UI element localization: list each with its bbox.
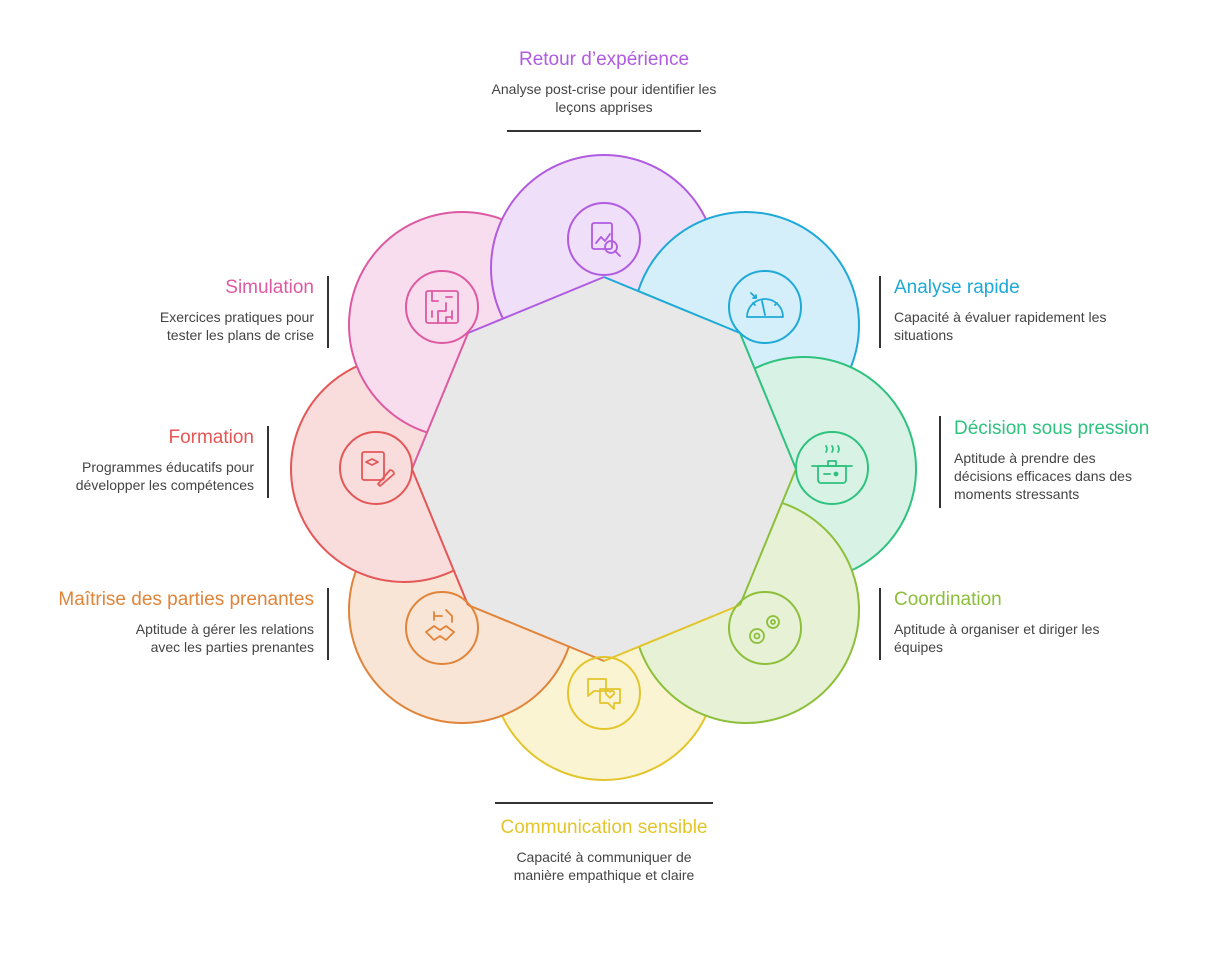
gears-icon [728,591,802,665]
divider-simulation [327,276,329,348]
label-communication: Communication sensible Capacité à commun… [454,816,754,884]
edge-formation [411,468,469,606]
graduation-brush-icon [339,431,413,505]
chat-heart-icon [567,656,641,730]
title-analyse: Analyse rapide [894,277,1020,298]
center-octagon [412,277,796,661]
desc-communication: Capacité à communiquer de manière empath… [513,849,695,883]
edge-maitrise [467,604,605,662]
label-coordination: Coordination Aptitude à organiser et dir… [894,588,1144,656]
title-communication: Communication sensible [500,817,708,838]
edge-decision [739,332,797,470]
divider-analyse [879,276,881,348]
label-simulation: Simulation Exercices pratiques pour test… [74,276,314,344]
title-formation: Formation [168,427,254,448]
edge-analyse [603,276,741,334]
divider-decision [939,416,941,508]
desc-coordination: Aptitude à organiser et diriger les équi… [894,621,1100,655]
desc-simulation: Exercices pratiques pour tester les plan… [159,309,314,343]
edge-retour [467,276,605,334]
desc-formation: Programmes éducatifs pour développer les… [75,459,254,493]
label-retour: Retour d’expérience Analyse post-crise p… [454,48,754,116]
desc-decision: Aptitude à prendre des décisions efficac… [954,450,1132,502]
label-maitrise: Maîtrise des parties prenantes Aptitude … [14,588,314,656]
desc-analyse: Capacité à évaluer rapidement les situat… [894,309,1107,343]
divider-formation [267,426,269,498]
title-coordination: Coordination [894,589,1002,610]
divider-communication [495,802,713,804]
title-retour: Retour d’expérience [518,49,690,70]
pressure-cooker-icon [795,431,869,505]
speedometer-icon [728,270,802,344]
label-formation: Formation Programmes éducatifs pour déve… [14,426,254,494]
edge-coordination [739,468,797,606]
title-simulation: Simulation [225,277,314,298]
edge-communication [603,604,741,662]
divider-coordination [879,588,881,660]
handshake-icon [405,591,479,665]
report-magnifier-icon [567,202,641,276]
divider-maitrise [327,588,329,660]
maze-icon [405,270,479,344]
label-decision: Décision sous pression Aptitude à prendr… [954,417,1204,503]
desc-retour: Analyse post-crise pour identifier les l… [491,81,717,115]
desc-maitrise: Aptitude à gérer les relations avec les … [135,621,314,655]
title-decision: Décision sous pression [954,418,1150,439]
label-analyse: Analyse rapide Capacité à évaluer rapide… [894,276,1144,344]
title-maitrise: Maîtrise des parties prenantes [58,589,314,610]
edge-simulation [411,332,469,470]
divider-retour [507,130,701,132]
